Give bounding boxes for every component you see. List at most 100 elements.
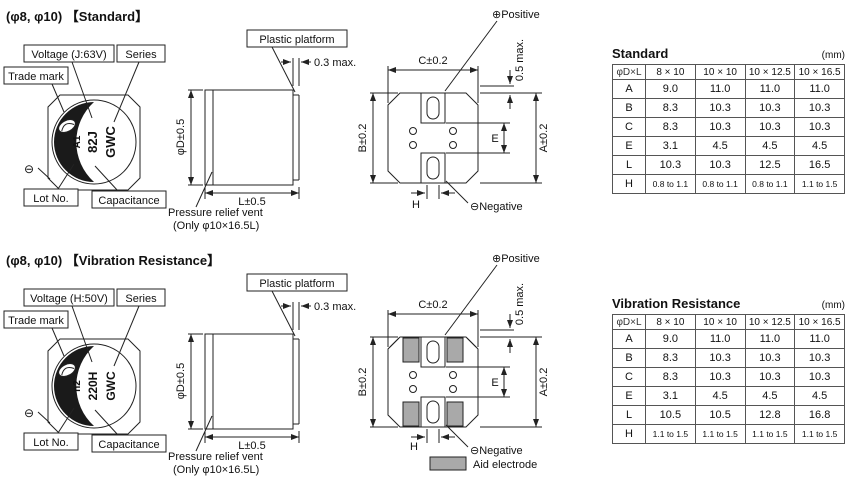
negative-callout: ⊖Negative <box>445 424 523 457</box>
a-dimension: A±0.2 <box>480 336 550 428</box>
col-header: 10 × 16.5 <box>794 64 845 80</box>
cell: 9.0 <box>645 329 696 349</box>
cell: 10.3 <box>794 348 845 368</box>
negative-polarity-mark: ⊖ <box>24 406 34 420</box>
cell: 10.3 <box>744 98 796 118</box>
positive-label: ⊕Positive <box>492 9 540 21</box>
cell: 10.3 <box>694 367 746 387</box>
cell: 11.0 <box>794 329 845 349</box>
top-clearance-label: 0.3 max. <box>314 301 356 313</box>
vibration-table-block: Vibration Resistance (mm) φD×L 8 × 10 10… <box>612 296 845 444</box>
c-dimension: C±0.2 <box>387 55 479 103</box>
positive-label: ⊕Positive <box>492 253 540 265</box>
cell: 0.8 to 1.1 <box>645 174 696 194</box>
positive-terminal <box>420 92 446 124</box>
top-clearance-dimension: 0.3 max. <box>281 301 356 330</box>
side-view-drawing: φD±0.5 0.3 max. <box>168 273 356 476</box>
capacitance-callout: Capacitance <box>91 165 167 209</box>
plastic-platform-callout: Plastic platform <box>246 29 348 93</box>
b-dim-label: B±0.2 <box>357 124 369 153</box>
length-dim-label: L±0.5 <box>238 440 265 452</box>
cell: 11.0 <box>744 79 796 99</box>
protrusion-dimension: 0.5 max. <box>480 283 526 353</box>
cell: 10.3 <box>694 117 746 137</box>
h-dimension: H <box>411 185 455 211</box>
cap-base-outline <box>47 94 141 191</box>
row-header: C <box>612 117 646 137</box>
bottom-view-drawing: C±0.2 0.5 max. B±0.2 <box>357 9 550 213</box>
diameter-dim-label: φD±0.5 <box>175 119 187 155</box>
cell: 10.3 <box>744 348 796 368</box>
h-dim-label: H <box>412 199 420 211</box>
lot-code-text: A1 <box>72 135 83 148</box>
vent-label-line2: (Only φ10×16.5L) <box>173 464 259 476</box>
cell: 11.0 <box>694 329 746 349</box>
table-row: C 8.3 10.3 10.3 10.3 <box>612 117 845 137</box>
diameter-dim-label: φD±0.5 <box>175 363 187 399</box>
top-view-drawing: n2 220H GWC ⊖ Voltage (H:50V) Series <box>3 288 167 453</box>
c-dim-label: C±0.2 <box>418 299 447 311</box>
series-label: Series <box>125 49 157 61</box>
b-dim-label: B±0.2 <box>357 368 369 397</box>
capacitance-code-text: 82J <box>85 131 100 153</box>
bottom-view-drawing: C±0.2 0.5 max. B±0.2 <box>357 253 550 471</box>
standard-section: (φ8, φ10) 【Standard】 A1 82J GWC <box>3 9 845 232</box>
a-dim-label: A±0.2 <box>538 124 550 153</box>
cell: 1.1 to 1.5 <box>794 424 845 444</box>
vent-label-line1: Pressure relief vent <box>168 451 263 463</box>
voltage-label: Voltage (J:63V) <box>31 49 106 61</box>
cap-base-outline <box>47 338 141 435</box>
series-callout: Series <box>113 288 166 367</box>
positive-callout: ⊕Positive <box>444 253 540 336</box>
negative-label: ⊖Negative <box>470 201 523 213</box>
cell: 10.3 <box>794 367 845 387</box>
negative-terminal <box>420 396 446 428</box>
series-code-text: GWC <box>103 126 118 158</box>
row-header: L <box>612 405 646 425</box>
side-view-drawing: φD±0.5 0.3 max. <box>168 29 356 232</box>
cell: 4.5 <box>694 136 746 156</box>
aid-electrode-label: Aid electrode <box>473 459 537 471</box>
brand-logo-icon <box>58 119 76 133</box>
cell: 10.3 <box>694 155 746 175</box>
vent-label-line1: Pressure relief vent <box>168 207 263 219</box>
negative-terminal <box>420 152 446 184</box>
standard-table-unit: (mm) <box>821 50 845 61</box>
series-label: Series <box>125 293 157 305</box>
standard-table-block: Standard (mm) φD×L 8 × 10 10 × 10 10 × 1… <box>612 46 845 194</box>
cell: 10.5 <box>645 405 696 425</box>
cell: 4.5 <box>794 386 845 406</box>
cell: 10.3 <box>694 348 746 368</box>
can-body <box>204 89 300 186</box>
row-header: B <box>612 348 646 368</box>
capacitance-code-text: 220H <box>86 372 100 401</box>
e-dim-label: E <box>491 133 498 145</box>
can-body <box>204 333 300 430</box>
cell: 0.8 to 1.1 <box>744 174 796 194</box>
cell: 3.1 <box>645 136 696 156</box>
standard-dimension-table: φD×L 8 × 10 10 × 10 10 × 12.5 10 × 16.5 … <box>612 64 845 194</box>
vent-callout: Pressure relief vent (Only φ10×16.5L) <box>168 415 263 476</box>
table-corner-cell: φD×L <box>612 314 646 330</box>
row-header: L <box>612 155 646 175</box>
b-dimension: B±0.2 <box>357 92 398 184</box>
table-header-row: φD×L 8 × 10 10 × 10 10 × 12.5 10 × 16.5 <box>612 314 845 330</box>
cell: 11.0 <box>794 79 845 99</box>
row-header: A <box>612 79 646 99</box>
cell: 11.0 <box>694 79 746 99</box>
capacitance-callout: Capacitance <box>91 409 167 453</box>
cell: 1.1 to 1.5 <box>744 424 796 444</box>
vent-callout: Pressure relief vent (Only φ10×16.5L) <box>168 171 263 232</box>
cell: 12.8 <box>744 405 796 425</box>
standoff-holes <box>409 371 457 393</box>
e-dimension: E <box>446 366 510 398</box>
vent-label-line2: (Only φ10×16.5L) <box>173 220 259 232</box>
col-header: 8 × 10 <box>645 64 696 80</box>
plastic-platform-callout: Plastic platform <box>246 273 348 337</box>
top-view-drawing: A1 82J GWC ⊖ Voltage (J:63V) Series <box>3 44 167 209</box>
lot-no-label: Lot No. <box>33 437 68 449</box>
diameter-dimension: φD±0.5 <box>175 89 203 186</box>
cell: 8.3 <box>645 348 696 368</box>
cell: 8.3 <box>645 117 696 137</box>
